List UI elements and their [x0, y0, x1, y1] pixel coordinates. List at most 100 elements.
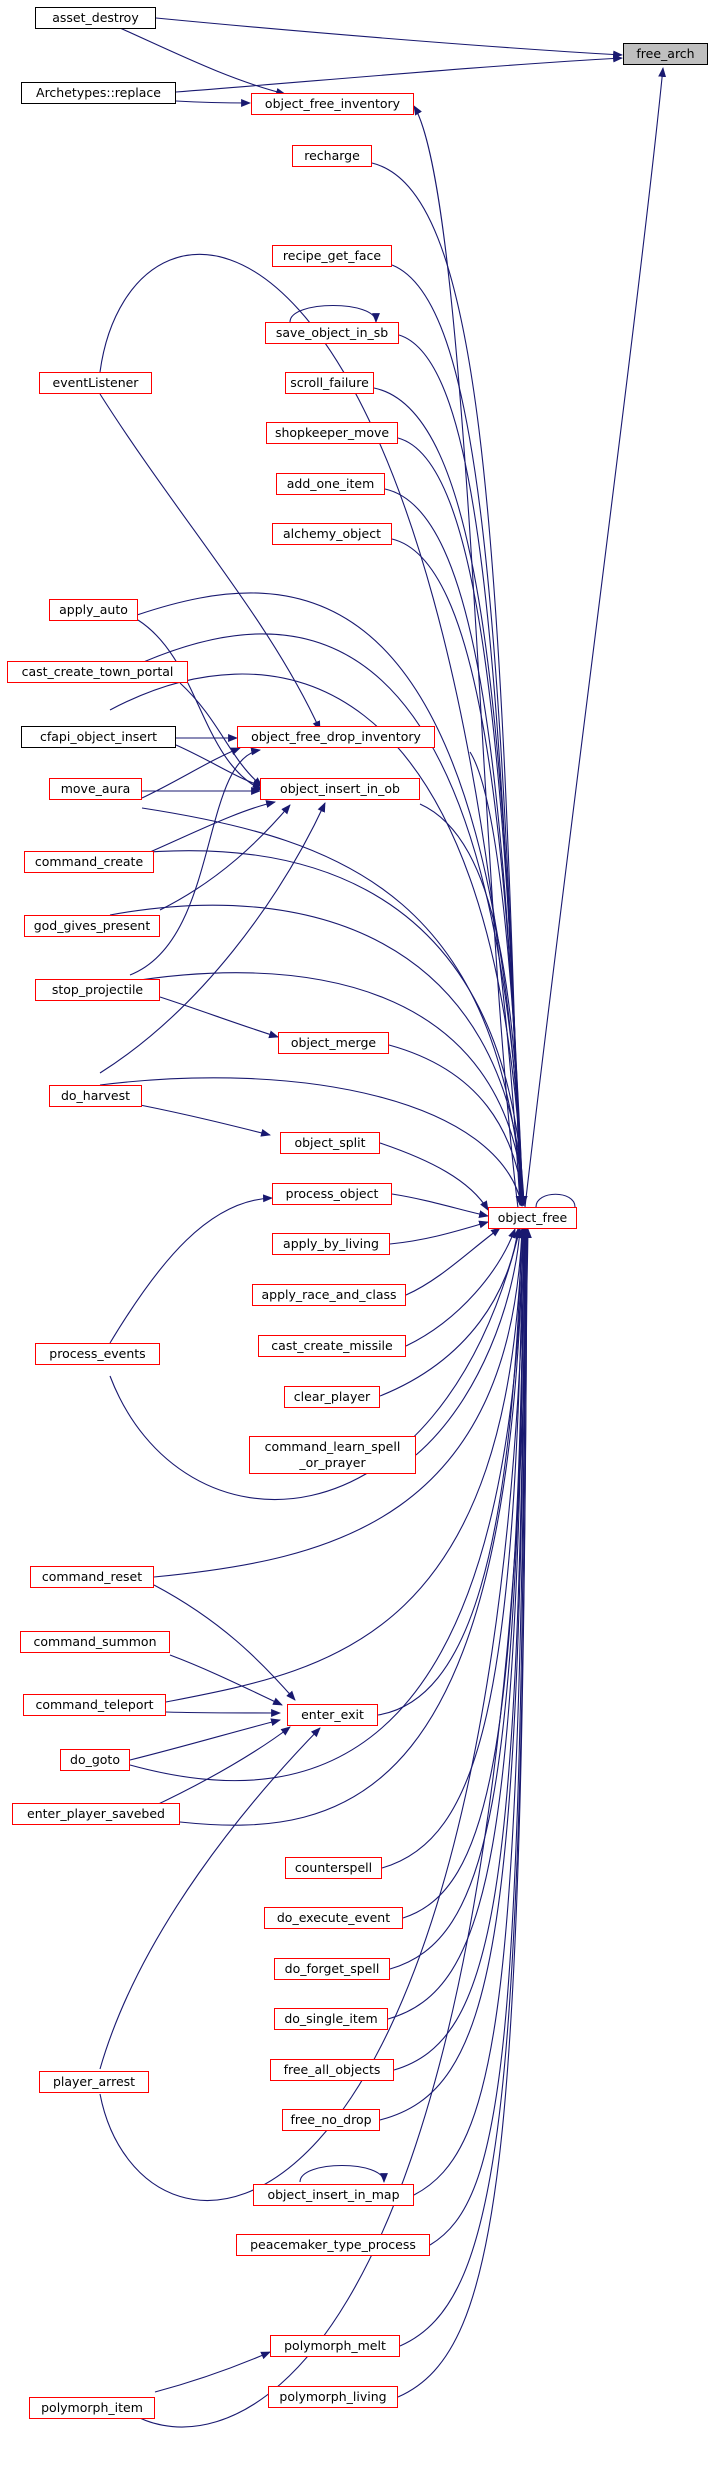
- edge-command_reset-object_free: [153, 1228, 526, 1578]
- edge-apply_race_and_class-object_free: [405, 1227, 501, 1296]
- node-scroll_failure[interactable]: scroll_failure: [285, 372, 374, 394]
- edge-object_insert_in_ob-object_free: [419, 803, 527, 1206]
- edge-object_insert_in_map-object_free: [413, 1228, 530, 2196]
- node-do_forget_spell[interactable]: do_forget_spell: [274, 1958, 390, 1980]
- edge-process_events-object_free: [109, 1227, 522, 1500]
- edge-enter_player_savebed-object_free: [179, 1228, 527, 1826]
- node-clear_player[interactable]: clear_player: [284, 1386, 380, 1408]
- node-god_gives_present[interactable]: god_gives_present: [24, 915, 160, 937]
- node-polymorph_living[interactable]: polymorph_living: [268, 2386, 398, 2408]
- node-polymorph_item[interactable]: polymorph_item: [29, 2397, 155, 2419]
- node-archetypes_replace[interactable]: Archetypes::replace: [21, 82, 176, 104]
- edge-god_gives_present-object_insert_in_ob: [159, 804, 291, 911]
- edge-move_aura-object_free_drop_inventory: [141, 747, 241, 799]
- edge-polymorph_item-object_free: [123, 1228, 532, 2428]
- edge-cfapi_object_insert-object_insert_in_ob: [175, 744, 263, 788]
- edge-player_arrest-enter_exit: [99, 1727, 321, 2070]
- node-object_merge[interactable]: object_merge: [278, 1032, 389, 1054]
- node-cast_create_town_portal[interactable]: cast_create_town_portal: [7, 661, 188, 683]
- node-apply_auto[interactable]: apply_auto: [49, 599, 138, 621]
- node-free_arch: free_arch: [623, 43, 708, 65]
- node-counterspell[interactable]: counterspell: [285, 1857, 382, 1879]
- node-asset_destroy[interactable]: asset_destroy: [35, 7, 156, 29]
- edge-save_object_in_sb-self: [289, 304, 380, 323]
- node-recharge[interactable]: recharge: [292, 145, 372, 167]
- node-stop_projectile[interactable]: stop_projectile: [35, 979, 160, 1001]
- edge-asset_destroy-object_free_inventory: [119, 27, 286, 96]
- node-enter_exit[interactable]: enter_exit: [287, 1704, 378, 1726]
- node-player_arrest[interactable]: player_arrest: [39, 2071, 149, 2093]
- edge-apply_auto-object_free: [136, 592, 526, 1206]
- edge-event_listener-object_free_drop_inventory: [99, 393, 321, 731]
- node-object_insert_in_map[interactable]: object_insert_in_map: [253, 2184, 414, 2206]
- edge-player_arrest-object_free: [99, 1228, 529, 2201]
- node-object_insert_in_ob[interactable]: object_insert_in_ob: [260, 778, 420, 800]
- node-do_execute_event[interactable]: do_execute_event: [264, 1907, 403, 1929]
- edge-add_one_item-object_free: [384, 488, 526, 1206]
- node-object_free[interactable]: object_free: [488, 1207, 577, 1229]
- edge-apply_auto-object_insert_in_ob: [137, 619, 263, 791]
- node-command_learn_spell_or_prayer[interactable]: command_learn_spell _or_prayer: [249, 1436, 416, 1474]
- edge-counterspell-object_free: [381, 1228, 527, 1869]
- edge-polymorph_item-polymorph_melt: [154, 2351, 271, 2393]
- node-do_harvest[interactable]: do_harvest: [49, 1085, 142, 1107]
- edge-process_object-object_free: [391, 1193, 489, 1219]
- node-move_aura[interactable]: move_aura: [49, 778, 142, 800]
- node-cfapi_object_insert[interactable]: cfapi_object_insert: [21, 726, 176, 748]
- edge-command_teleport-object_free: [165, 1228, 526, 1703]
- edge-do_single_item-object_free: [387, 1228, 528, 2020]
- edge-command_learn_spell-object_free: [415, 1228, 524, 1456]
- node-apply_race_and_class[interactable]: apply_race_and_class: [252, 1284, 406, 1306]
- edge-do_harvest-object_split: [139, 1104, 271, 1137]
- edge-do_harvest-object_free: [99, 1077, 525, 1207]
- node-apply_by_living[interactable]: apply_by_living: [272, 1233, 390, 1255]
- edge-apply_by_living-object_free: [389, 1220, 489, 1245]
- edge-command_create-object_insert_in_ob: [149, 800, 276, 853]
- node-command_create[interactable]: command_create: [24, 851, 154, 873]
- node-object_free_drop_inventory[interactable]: object_free_drop_inventory: [237, 726, 435, 748]
- node-enter_player_savebed[interactable]: enter_player_savebed: [12, 1803, 180, 1825]
- edge-archetypes_replace-object_free_inventory: [175, 99, 251, 107]
- node-do_single_item[interactable]: do_single_item: [274, 2008, 388, 2030]
- edge-object_free-object_free_inventory: [413, 105, 519, 1209]
- node-object_free_inventory[interactable]: object_free_inventory: [251, 93, 414, 115]
- edge-object_merge-object_free: [388, 1044, 527, 1206]
- edge-do_goto-object_free: [129, 1228, 527, 1782]
- edge-alchemy_object-object_free: [391, 538, 526, 1206]
- edge-object_free-free_arch: [524, 67, 667, 1208]
- node-process_events[interactable]: process_events: [35, 1343, 160, 1365]
- edge-cast_create_town_portal-object_free: [129, 633, 527, 1206]
- edge-command_create-object_free: [99, 850, 528, 1206]
- node-alchemy_object[interactable]: alchemy_object: [272, 523, 392, 545]
- node-do_goto[interactable]: do_goto: [60, 1749, 130, 1771]
- node-free_all_objects[interactable]: free_all_objects: [270, 2059, 394, 2081]
- edge-do_harvest-object_insert_in_ob: [99, 802, 326, 1074]
- node-save_object_in_sb[interactable]: save_object_in_sb: [265, 322, 399, 344]
- node-event_listener[interactable]: eventListener: [39, 372, 152, 394]
- node-command_summon[interactable]: command_summon: [20, 1631, 170, 1653]
- edge-process_events-process_object: [109, 1194, 273, 1344]
- edge-command_teleport-enter_exit: [165, 1709, 281, 1717]
- node-peacemaker_type_process[interactable]: peacemaker_type_process: [236, 2234, 430, 2256]
- edge-object_split-object_free: [379, 1142, 489, 1211]
- node-cast_create_missile[interactable]: cast_create_missile: [258, 1335, 406, 1357]
- node-recipe_get_face[interactable]: recipe_get_face: [272, 245, 392, 267]
- node-add_one_item[interactable]: add_one_item: [276, 473, 385, 495]
- node-shopkeeper_move[interactable]: shopkeeper_move: [266, 422, 398, 444]
- node-object_split[interactable]: object_split: [280, 1132, 380, 1154]
- edge-asset_destroy-free_arch: [155, 17, 623, 59]
- edge-enter_player_savebed-enter_exit: [149, 1726, 291, 1809]
- edge-free_all_objects-object_free: [393, 1228, 529, 2071]
- edge-event_listener-object_free: [99, 253, 524, 1206]
- node-process_object[interactable]: process_object: [272, 1183, 392, 1205]
- node-command_reset[interactable]: command_reset: [30, 1566, 154, 1588]
- edge-polymorph_living-object_free: [397, 1228, 531, 2398]
- edge-stop_projectile-object_insert_in_ob: [129, 747, 261, 976]
- node-free_no_drop[interactable]: free_no_drop: [282, 2109, 380, 2131]
- node-command_teleport[interactable]: command_teleport: [23, 1694, 166, 1716]
- edge-recharge-object_free: [371, 162, 524, 1206]
- edge-stop_projectile-object_free: [109, 972, 528, 1206]
- node-polymorph_melt[interactable]: polymorph_melt: [270, 2335, 400, 2357]
